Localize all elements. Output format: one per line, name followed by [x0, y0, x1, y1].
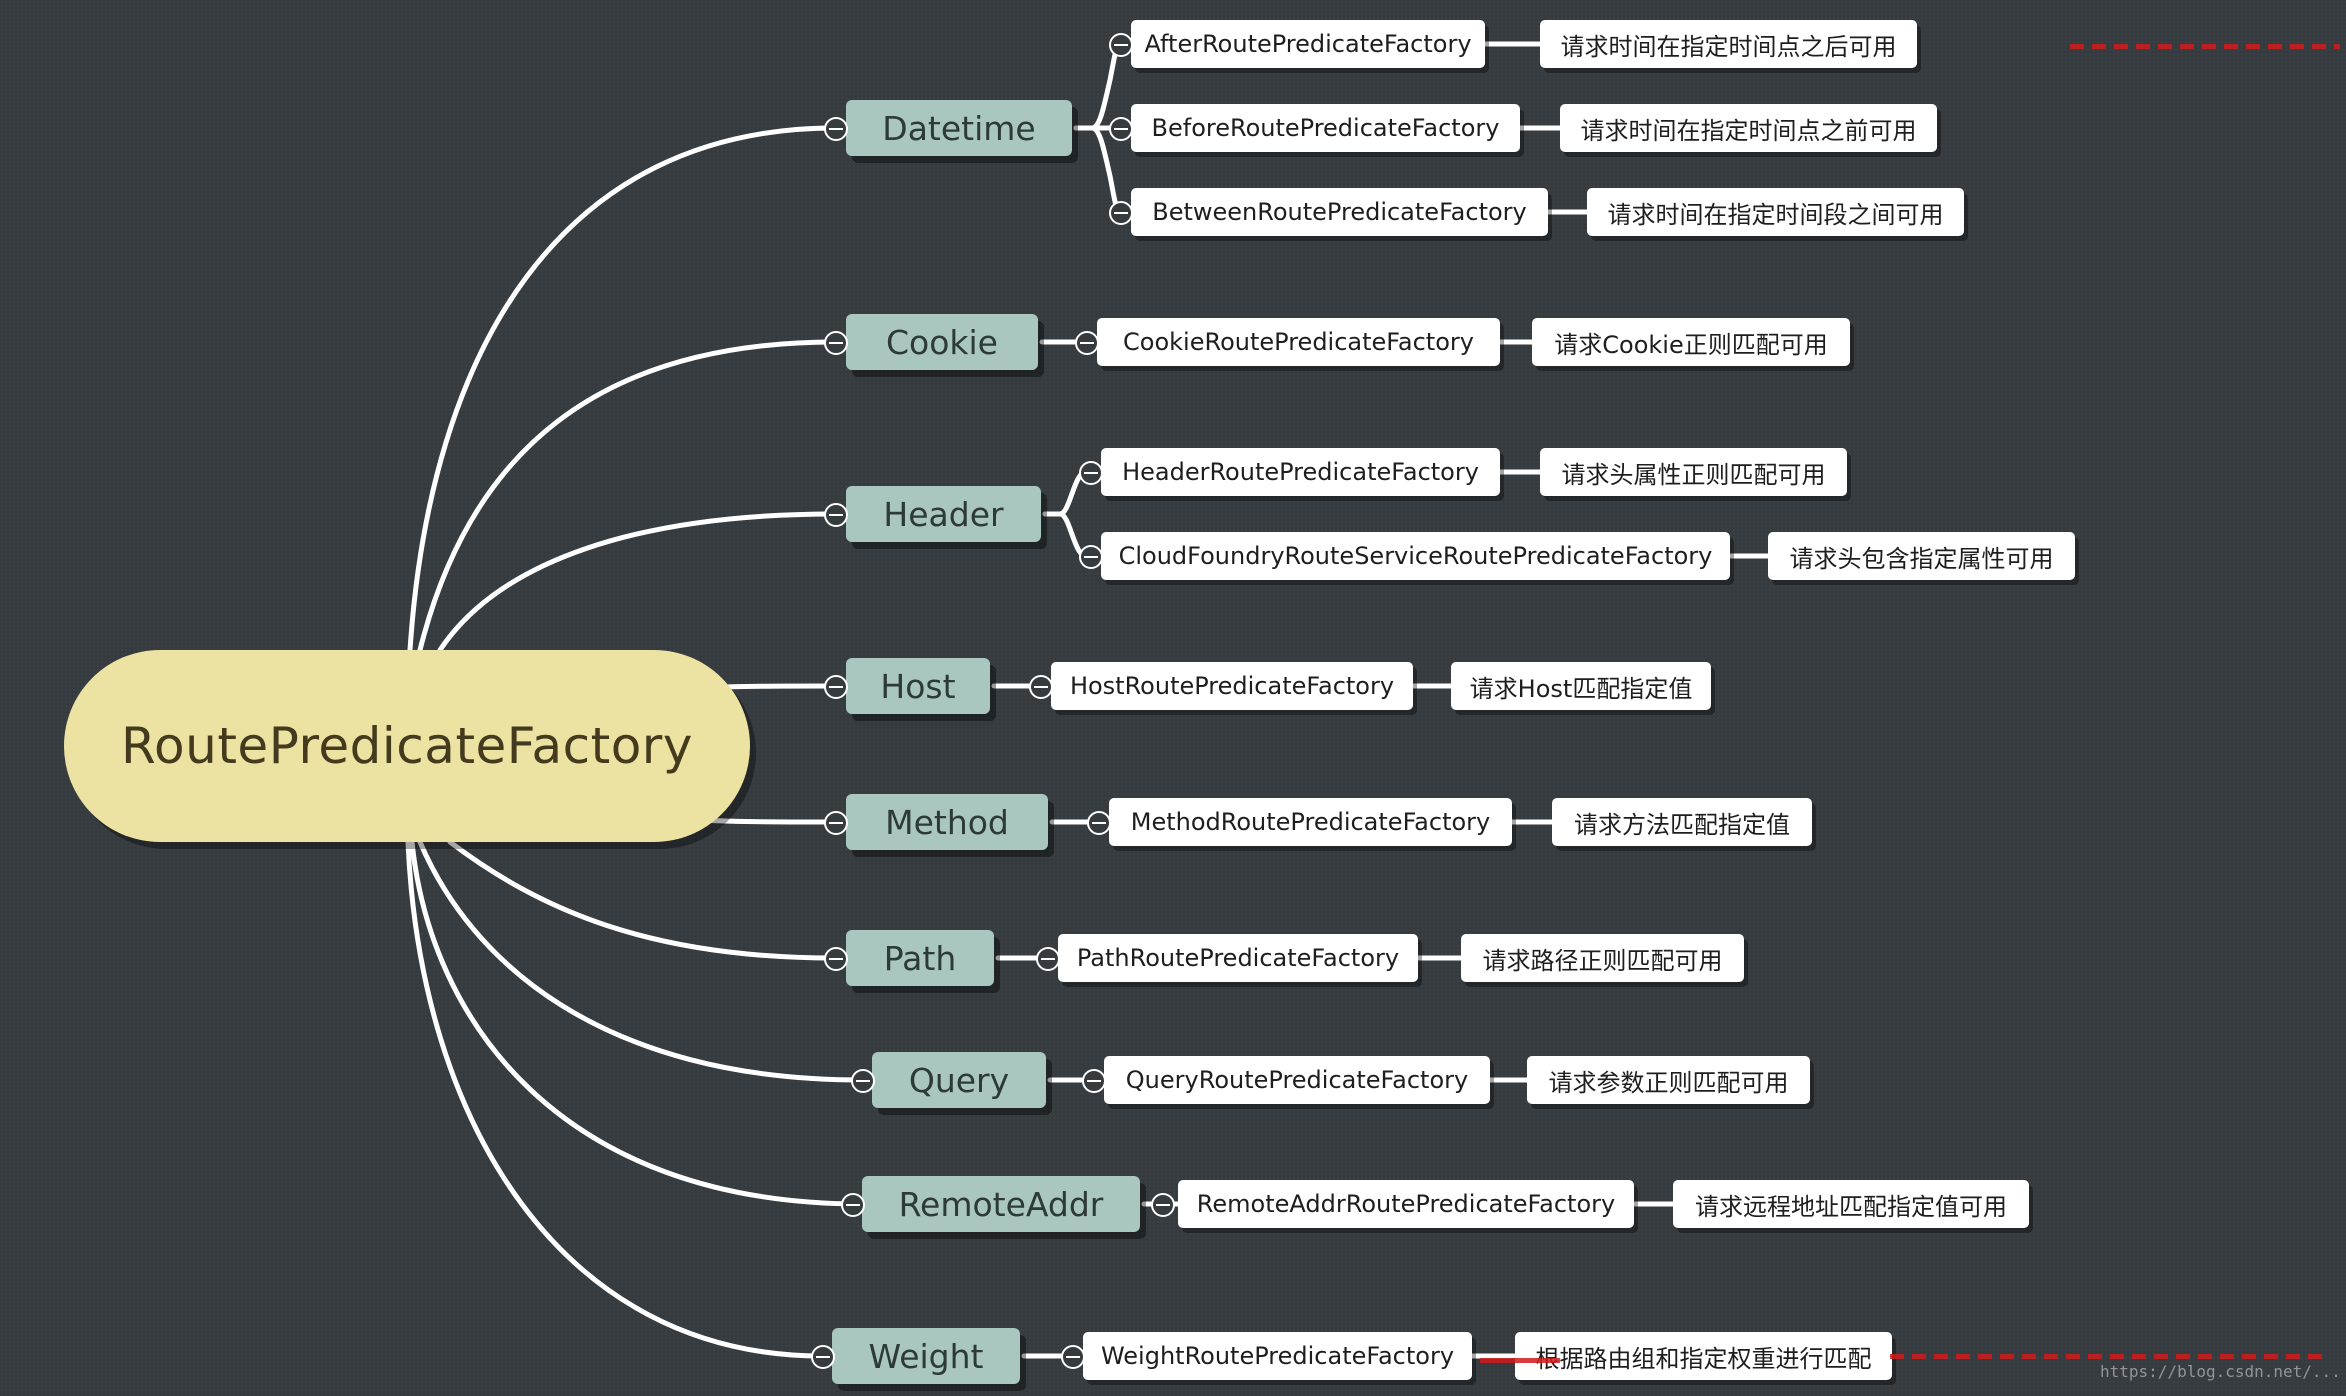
description-node[interactable]: 根据路由组和指定权重进行匹配: [1515, 1332, 1892, 1380]
factory-name: HostRoutePredicateFactory: [1069, 672, 1395, 700]
factory-name: MethodRoutePredicateFactory: [1130, 808, 1491, 836]
description-text: 根据路由组和指定权重进行匹配: [1535, 1344, 1872, 1373]
description-node[interactable]: 请求方法匹配指定值: [1552, 798, 1812, 846]
category-label: Datetime: [882, 108, 1036, 148]
description-node[interactable]: 请求路径正则匹配可用: [1461, 934, 1744, 982]
description-node[interactable]: 请求时间在指定时间点之后可用: [1540, 20, 1917, 68]
category-cookie[interactable]: Cookie: [846, 314, 1038, 370]
collapse-toggle-icon[interactable]: [841, 1193, 865, 1217]
category-header[interactable]: Header: [846, 486, 1041, 542]
collapse-toggle-icon[interactable]: [1075, 331, 1099, 355]
category-label: Query: [908, 1060, 1010, 1100]
collapse-toggle-icon[interactable]: [1087, 811, 1111, 835]
root-node[interactable]: RoutePredicateFactory: [64, 650, 750, 842]
collapse-toggle-icon[interactable]: [824, 675, 848, 699]
category-host[interactable]: Host: [846, 658, 990, 714]
category-remoteaddr[interactable]: RemoteAddr: [862, 1176, 1140, 1232]
collapse-toggle-icon[interactable]: [1061, 1345, 1085, 1369]
category-label: Host: [880, 666, 956, 706]
collapse-toggle-icon[interactable]: [1029, 675, 1053, 699]
factory-name: RemoteAddrRoutePredicateFactory: [1196, 1190, 1616, 1218]
description-node[interactable]: 请求Host匹配指定值: [1451, 662, 1711, 710]
factory-node[interactable]: RemoteAddrRoutePredicateFactory: [1178, 1180, 1634, 1228]
collapse-toggle-icon[interactable]: [1151, 1193, 1175, 1217]
description-text: 请求Cookie正则匹配可用: [1554, 330, 1828, 359]
factory-node[interactable]: BetweenRoutePredicateFactory: [1131, 188, 1548, 236]
description-node[interactable]: 请求头包含指定属性可用: [1768, 532, 2075, 580]
watermark-text: https://blog.csdn.net/...: [2100, 1362, 2341, 1381]
category-label: Method: [885, 802, 1009, 842]
category-label: Header: [883, 494, 1004, 534]
collapse-toggle-icon[interactable]: [824, 503, 848, 527]
category-method[interactable]: Method: [846, 794, 1048, 850]
factory-node[interactable]: PathRoutePredicateFactory: [1058, 934, 1418, 982]
annotation-line: [1480, 1358, 1560, 1363]
factory-node[interactable]: HostRoutePredicateFactory: [1051, 662, 1413, 710]
annotation-dashed-line: [1890, 1354, 2330, 1359]
collapse-toggle-icon[interactable]: [1079, 461, 1103, 485]
description-text: 请求头包含指定属性可用: [1789, 544, 2054, 573]
category-query[interactable]: Query: [872, 1052, 1046, 1108]
collapse-toggle-icon[interactable]: [824, 331, 848, 355]
category-datetime[interactable]: Datetime: [846, 100, 1072, 156]
description-node[interactable]: 请求时间在指定时间点之前可用: [1560, 104, 1937, 152]
description-node[interactable]: 请求远程地址匹配指定值可用: [1673, 1180, 2029, 1228]
description-text: 请求时间在指定时间点之后可用: [1560, 32, 1897, 61]
factory-name: AfterRoutePredicateFactory: [1144, 30, 1472, 58]
collapse-toggle-icon[interactable]: [824, 947, 848, 971]
category-path[interactable]: Path: [846, 930, 994, 986]
collapse-toggle-icon[interactable]: [824, 117, 848, 141]
category-weight[interactable]: Weight: [832, 1328, 1020, 1384]
collapse-toggle-icon[interactable]: [824, 811, 848, 835]
description-node[interactable]: 请求头属性正则匹配可用: [1540, 448, 1847, 496]
factory-node[interactable]: CloudFoundryRouteServiceRoutePredicateFa…: [1101, 532, 1730, 580]
annotation-dashed-line: [2070, 44, 2340, 49]
collapse-toggle-icon[interactable]: [1109, 117, 1133, 141]
factory-node[interactable]: AfterRoutePredicateFactory: [1131, 20, 1485, 68]
description-text: 请求路径正则匹配可用: [1482, 946, 1723, 975]
factory-node[interactable]: MethodRoutePredicateFactory: [1109, 798, 1512, 846]
category-label: Cookie: [885, 322, 998, 362]
description-node[interactable]: 请求参数正则匹配可用: [1527, 1056, 1810, 1104]
description-node[interactable]: 请求时间在指定时间段之间可用: [1587, 188, 1964, 236]
factory-name: CloudFoundryRouteServiceRoutePredicateFa…: [1118, 542, 1713, 570]
factory-name: PathRoutePredicateFactory: [1076, 944, 1400, 972]
factory-node[interactable]: HeaderRoutePredicateFactory: [1101, 448, 1500, 496]
collapse-toggle-icon[interactable]: [1036, 947, 1060, 971]
factory-name: QueryRoutePredicateFactory: [1125, 1066, 1469, 1094]
collapse-toggle-icon[interactable]: [851, 1069, 875, 1093]
collapse-toggle-icon[interactable]: [1079, 545, 1103, 569]
description-text: 请求远程地址匹配指定值可用: [1695, 1192, 2007, 1221]
description-text: 请求方法匹配指定值: [1574, 810, 1790, 839]
factory-node[interactable]: QueryRoutePredicateFactory: [1104, 1056, 1490, 1104]
description-node[interactable]: 请求Cookie正则匹配可用: [1532, 318, 1850, 366]
description-text: 请求时间在指定时间段之间可用: [1607, 200, 1944, 229]
factory-node[interactable]: WeightRoutePredicateFactory: [1083, 1332, 1472, 1380]
description-text: 请求参数正则匹配可用: [1548, 1068, 1789, 1097]
factory-name: HeaderRoutePredicateFactory: [1122, 458, 1479, 486]
root-label: RoutePredicateFactory: [121, 717, 693, 775]
collapse-toggle-icon[interactable]: [1109, 201, 1133, 225]
factory-node[interactable]: CookieRoutePredicateFactory: [1097, 318, 1500, 366]
factory-name: WeightRoutePredicateFactory: [1100, 1342, 1455, 1370]
factory-name: BetweenRoutePredicateFactory: [1152, 198, 1527, 226]
category-label: Path: [883, 938, 957, 978]
collapse-toggle-icon[interactable]: [1082, 1069, 1106, 1093]
collapse-toggle-icon[interactable]: [811, 1345, 835, 1369]
description-text: 请求Host匹配指定值: [1469, 674, 1693, 703]
category-label: Weight: [868, 1336, 984, 1376]
collapse-toggle-icon[interactable]: [1109, 33, 1133, 57]
description-text: 请求时间在指定时间点之前可用: [1580, 116, 1917, 145]
factory-name: BeforeRoutePredicateFactory: [1151, 114, 1500, 142]
category-label: RemoteAddr: [898, 1184, 1104, 1224]
factory-node[interactable]: BeforeRoutePredicateFactory: [1131, 104, 1520, 152]
description-text: 请求头属性正则匹配可用: [1561, 460, 1826, 489]
factory-name: CookieRoutePredicateFactory: [1123, 328, 1474, 356]
